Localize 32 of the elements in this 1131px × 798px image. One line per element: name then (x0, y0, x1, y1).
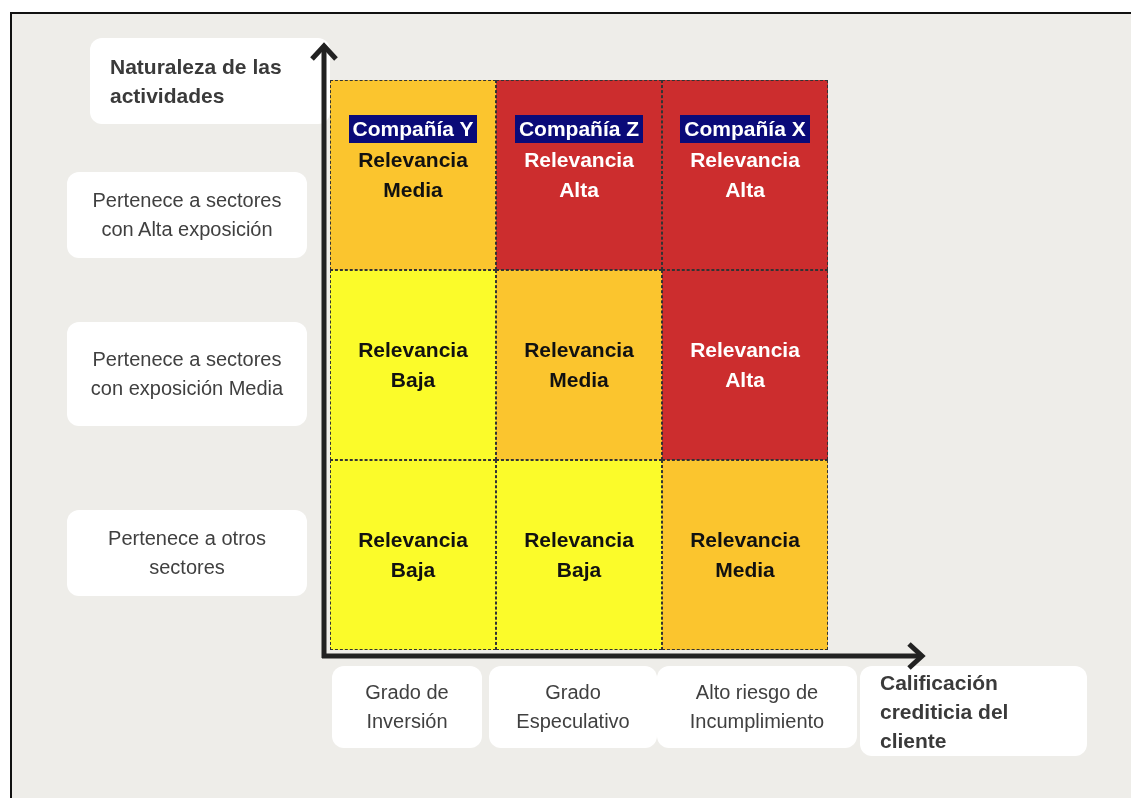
axis-title: Calificación crediticia del cliente (880, 669, 1010, 754)
relevance-text: Relevancia Baja (357, 337, 469, 393)
matrix-cell (496, 270, 662, 460)
matrix-cell (330, 80, 496, 270)
matrix-cell (662, 460, 828, 650)
row-label: Pertenece a sectores con exposición Media (89, 347, 285, 401)
matrix-cell (330, 460, 496, 650)
column-label: Grado de Inversión (364, 680, 450, 734)
relevance-text: Relevancia Media (357, 147, 469, 203)
company-label: Compañía Y (348, 115, 478, 143)
relevance-text: Relevancia Baja (357, 527, 469, 583)
company-label: Compañía X (680, 115, 810, 143)
matrix-cell (496, 80, 662, 270)
axis-title: Naturaleza de las actividades (110, 54, 283, 109)
axis-arrow (322, 641, 925, 671)
relevance-text: Relevancia Alta (689, 147, 801, 203)
column-label: Grado Especulativo (515, 680, 631, 734)
label-card (860, 666, 1087, 756)
relevance-text: Relevancia Baja (523, 527, 635, 583)
relevance-text: Relevancia Alta (523, 147, 635, 203)
matrix-cell (330, 270, 496, 460)
matrix-cell (662, 270, 828, 460)
label-card (90, 38, 330, 124)
row-label: Pertenece a otros sectores (107, 526, 267, 580)
row-label: Pertenece a sectores con Alta exposición (91, 188, 283, 242)
relevance-text: Relevancia Media (689, 527, 801, 583)
matrix-cell (496, 460, 662, 650)
matrix-cell (662, 80, 828, 270)
relevance-text: Relevancia Media (523, 337, 635, 393)
relevance-text: Relevancia Alta (689, 337, 801, 393)
column-label: Alto riesgo de Incumplimiento (688, 680, 826, 734)
company-label: Compañía Z (514, 115, 644, 143)
